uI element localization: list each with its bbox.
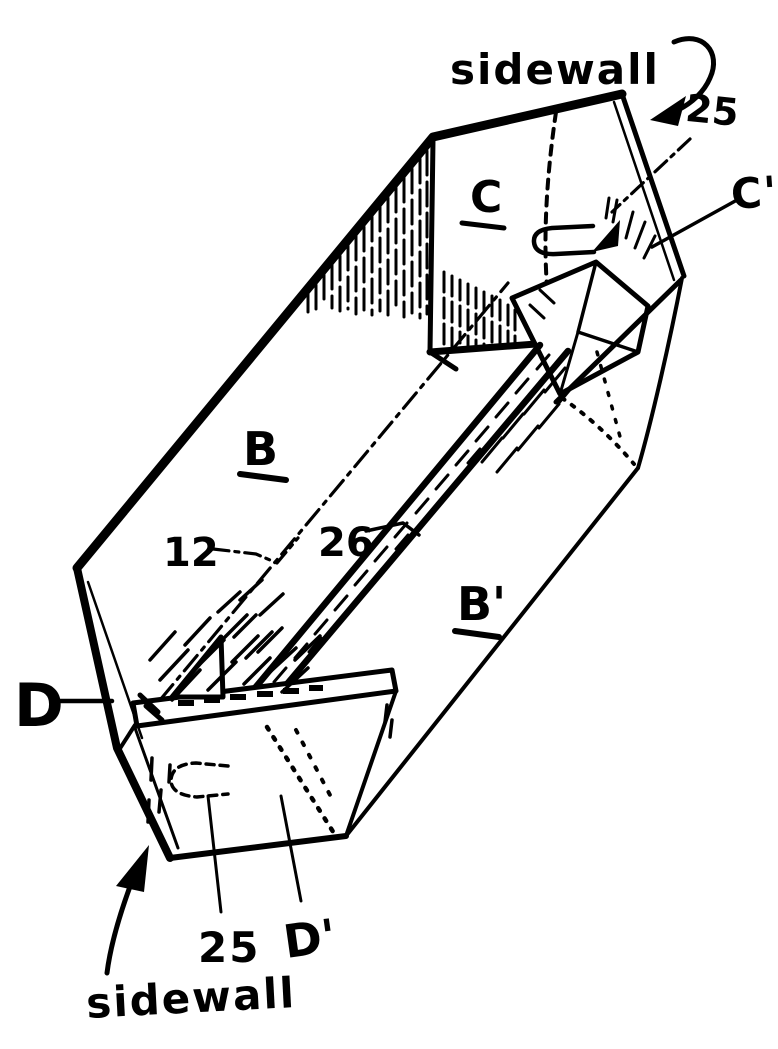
figure-labels: sidewall 25 C C' B 12 26 B' D 25 D' side… bbox=[14, 45, 778, 1028]
b-prime-hidden-fold-dots bbox=[560, 396, 636, 466]
label-wall-d-prime: D' bbox=[280, 908, 339, 969]
wall-c-base-hatch bbox=[442, 270, 517, 352]
wall-c-kink bbox=[427, 349, 459, 372]
top-right-edge-inner bbox=[612, 100, 676, 282]
top-edge-hatch bbox=[306, 149, 429, 320]
label-sidewall-bottom: sidewall bbox=[85, 968, 297, 1028]
bottom-sidewall-edge bbox=[167, 833, 349, 861]
label-wall-b-underline bbox=[237, 471, 289, 483]
d-prime-edge-marks bbox=[383, 703, 394, 739]
d-prime-hidden-fold-dots bbox=[264, 724, 340, 841]
sidewall-top-arrow-shaft bbox=[671, 36, 717, 113]
wall-d-group bbox=[117, 578, 399, 850]
annotation-arrows bbox=[104, 36, 717, 976]
bottom-right-edge bbox=[344, 466, 640, 838]
label-sidewall-top: sidewall bbox=[450, 45, 660, 94]
corner-heavy-marks bbox=[137, 692, 165, 723]
sidewall-bottom-arrowhead-icon bbox=[116, 845, 149, 892]
label-12: 12 bbox=[163, 530, 219, 576]
wall-d-prime-right-edge bbox=[344, 689, 398, 838]
partition-group bbox=[246, 341, 580, 698]
corner-shadow-hatch bbox=[148, 578, 322, 702]
partition-hatch bbox=[272, 353, 551, 684]
leader-lines bbox=[55, 198, 739, 914]
label-wall-c-prime: C' bbox=[729, 167, 778, 219]
hinge-line-group bbox=[158, 137, 692, 702]
top-left-edge bbox=[72, 89, 627, 573]
partition-lower-line bbox=[278, 347, 572, 694]
b-prime-hidden-dots-2 bbox=[595, 350, 624, 446]
label-wall-d: D bbox=[14, 671, 64, 741]
top-right-edge-outer bbox=[619, 91, 687, 279]
right-end-edge bbox=[636, 276, 684, 470]
wall-c-group bbox=[426, 110, 657, 372]
ref26-leader bbox=[364, 521, 421, 537]
box-outline bbox=[72, 89, 687, 862]
d-prime-left-dashes bbox=[146, 756, 172, 824]
corner-flap-group bbox=[509, 259, 684, 405]
label-wall-c-underline bbox=[459, 220, 507, 231]
partition-upper-line bbox=[246, 341, 544, 698]
corner-flap-crease-2 bbox=[558, 330, 580, 396]
wall-d-prime-leader bbox=[279, 794, 303, 903]
label-wall-c: C bbox=[470, 172, 502, 223]
ref25-top-leader bbox=[610, 137, 692, 214]
tab-scribble-hatch bbox=[604, 196, 657, 260]
label-26: 26 bbox=[318, 520, 374, 566]
label-wall-b: B bbox=[243, 422, 278, 476]
hinge-line-12 bbox=[158, 281, 510, 702]
left-end-edge bbox=[73, 564, 174, 862]
wall-c-left-edge bbox=[427, 137, 436, 355]
partition-right-hatch bbox=[480, 366, 580, 474]
tab-25-bottom-hidden bbox=[169, 761, 230, 799]
label-wall-b-prime-underline bbox=[452, 628, 502, 640]
corner-flap-marks bbox=[528, 288, 556, 320]
wall-d-inner-line bbox=[133, 726, 180, 850]
tab-25-top bbox=[531, 223, 597, 257]
label-25-bottom: 25 bbox=[198, 923, 260, 972]
wall-d-connector bbox=[117, 723, 137, 752]
wall-c-prime-leader bbox=[650, 198, 739, 249]
label-25-top: 25 bbox=[684, 86, 741, 135]
label-wall-b-prime: B' bbox=[457, 577, 506, 631]
ref25-bottom-leader bbox=[206, 794, 223, 914]
shading-group bbox=[306, 149, 636, 466]
d-prime-hidden-dots-2 bbox=[294, 728, 332, 797]
ledge-marks bbox=[178, 685, 323, 706]
tab-pointer-arrowhead-icon bbox=[592, 220, 620, 252]
sidewall-top-arrowhead-icon bbox=[650, 96, 686, 126]
ref12-leader bbox=[211, 536, 300, 565]
